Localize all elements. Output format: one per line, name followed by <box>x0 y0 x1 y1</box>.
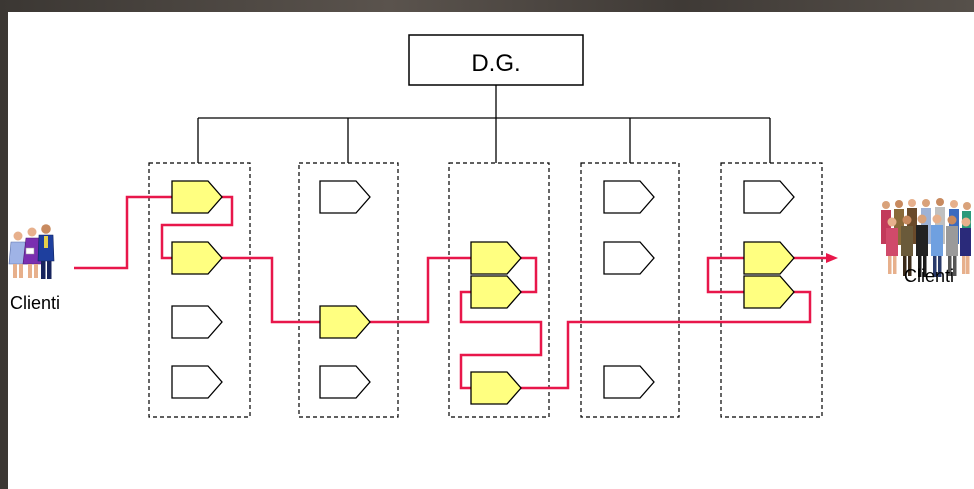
clients-left-people-icon <box>8 224 55 279</box>
process-step-c5-r3 <box>743 275 795 309</box>
process-step-c1-r3 <box>171 305 223 339</box>
process-step-c4-r1 <box>603 180 655 214</box>
process-step-c2-r1 <box>319 180 371 214</box>
department-2 <box>298 162 399 418</box>
process-step-c1-r1 <box>171 180 223 214</box>
clients-right-label: Clienti <box>904 266 954 286</box>
process-step-c5-r2 <box>743 241 795 275</box>
department-5 <box>720 162 823 418</box>
process-step-c2-r3 <box>319 305 371 339</box>
flow-arrowhead <box>826 253 838 263</box>
process-step-c5-r1 <box>743 180 795 214</box>
clients-left-label: Clienti <box>10 293 60 313</box>
diagram-svg: D.G. <box>8 34 971 418</box>
department-1 <box>148 162 251 418</box>
org-connectors <box>197 85 771 163</box>
process-step-c3-r4 <box>470 371 522 405</box>
org-process-diagram: D.G. <box>8 12 974 489</box>
process-step-c4-r2 <box>603 241 655 275</box>
process-step-c1-r4 <box>171 365 223 399</box>
process-step-c1-r2 <box>171 241 223 275</box>
dg-box: D.G. <box>408 34 584 86</box>
department-4 <box>580 162 680 418</box>
clients-right-people-icon <box>881 198 971 277</box>
process-step-c2-r4 <box>319 365 371 399</box>
process-step-c4-r4 <box>603 365 655 399</box>
dg-label: D.G. <box>471 50 520 77</box>
process-step-c3-r2 <box>470 275 522 309</box>
department-3 <box>448 162 550 418</box>
process-flow-line <box>74 195 830 390</box>
process-step-c3-r1 <box>470 241 522 275</box>
